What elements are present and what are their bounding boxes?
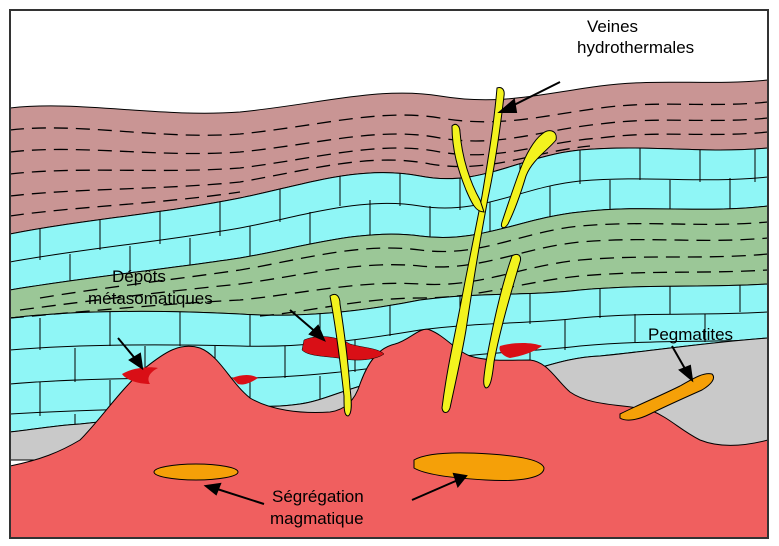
- label-pegmatites: Pegmatites: [648, 325, 733, 344]
- label-metasomatic-line2: métasomatiques: [88, 289, 213, 308]
- label-veins-line1: Veines: [587, 17, 638, 36]
- label-metasomatic-line1: Dépôts: [112, 267, 166, 286]
- label-segregation-line2: magmatique: [270, 509, 364, 528]
- segregation-pod-left: [154, 464, 238, 480]
- label-veins-line2: hydrothermales: [577, 38, 694, 57]
- label-segregation-line1: Ségrégation: [272, 487, 364, 506]
